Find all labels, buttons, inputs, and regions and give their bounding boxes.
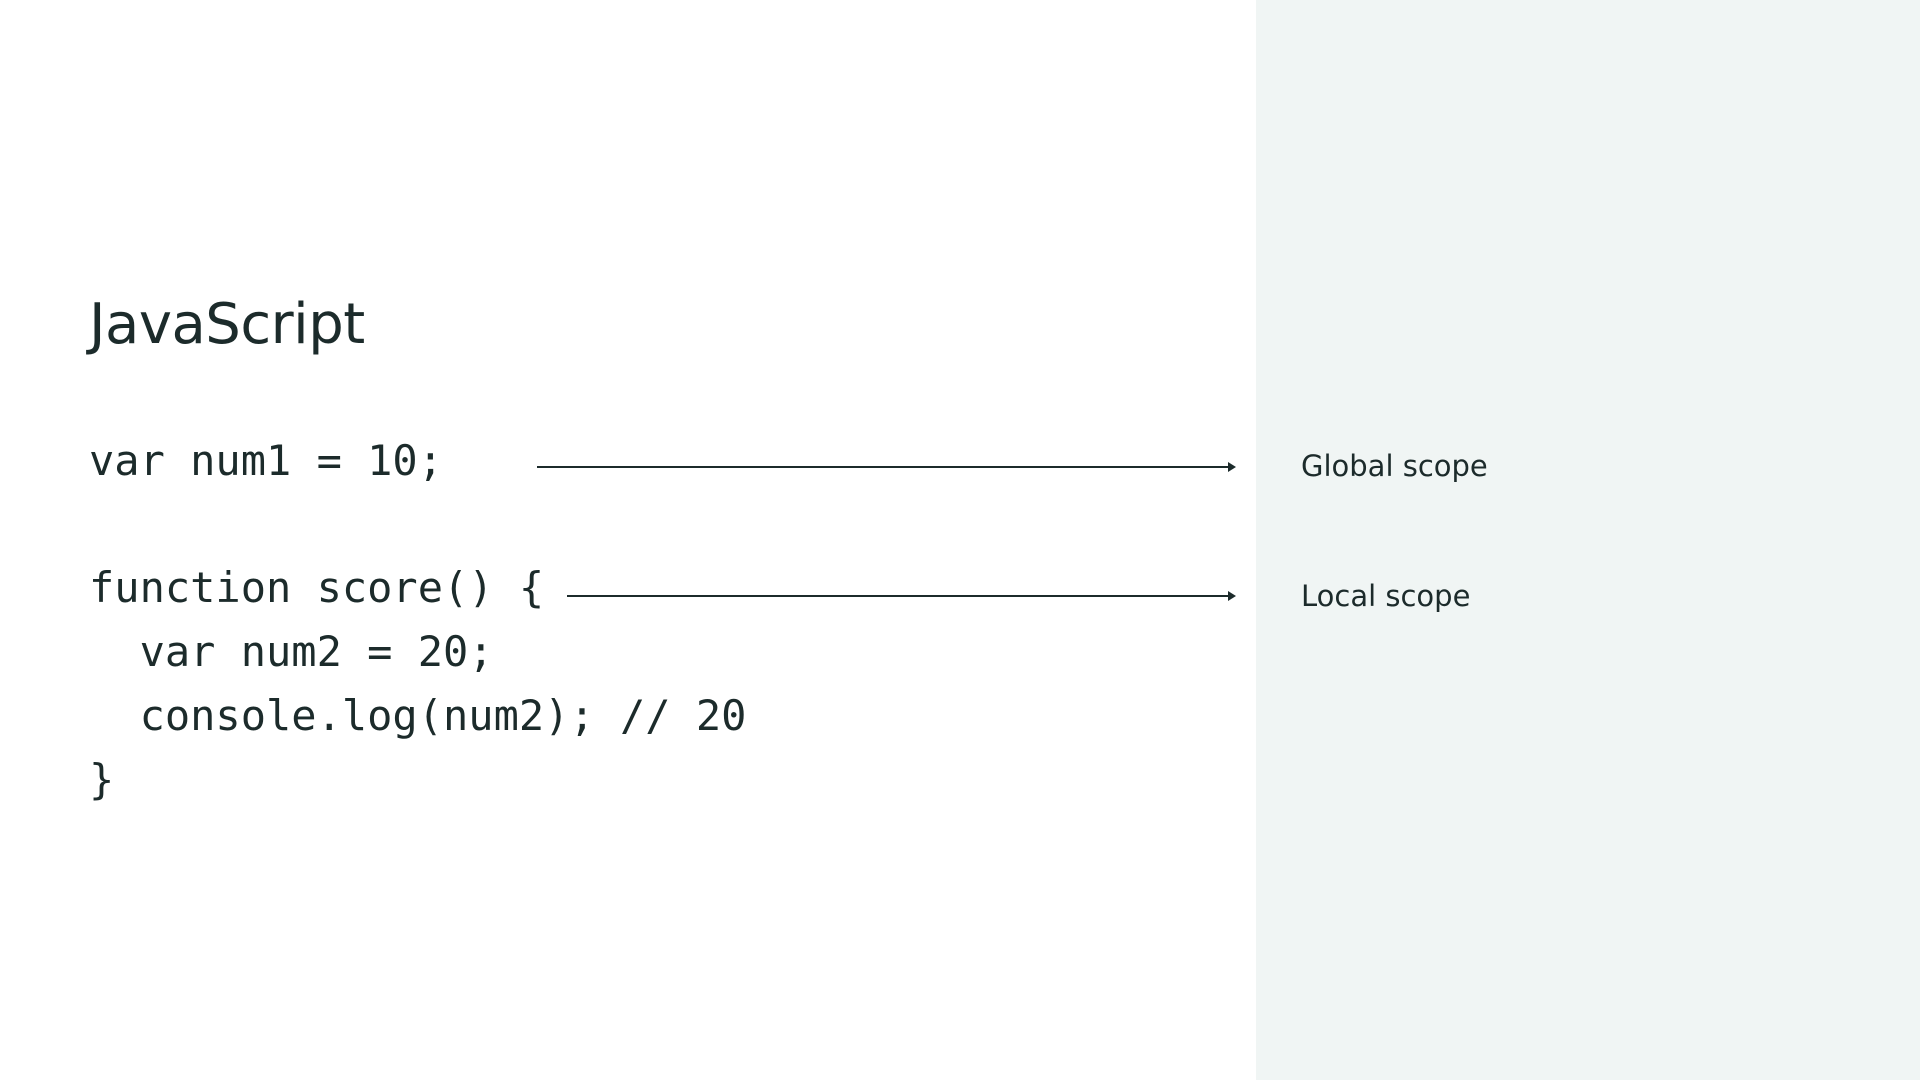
code-line-console-log: console.log(num2); // 20 [89, 691, 747, 740]
slide-title: JavaScript [89, 292, 365, 357]
arrow-global-scope [537, 462, 1236, 472]
code-line-function-decl: function score() { [89, 563, 545, 612]
local-scope-label: Local scope [1301, 579, 1471, 613]
code-line-global-var: var num1 = 10; [89, 436, 444, 485]
arrow-local-scope [567, 591, 1236, 601]
global-scope-label: Global scope [1301, 449, 1488, 483]
code-line-closing-brace: } [89, 755, 115, 804]
right-panel [1256, 0, 1920, 1080]
code-line-local-var: var num2 = 20; [89, 627, 494, 676]
